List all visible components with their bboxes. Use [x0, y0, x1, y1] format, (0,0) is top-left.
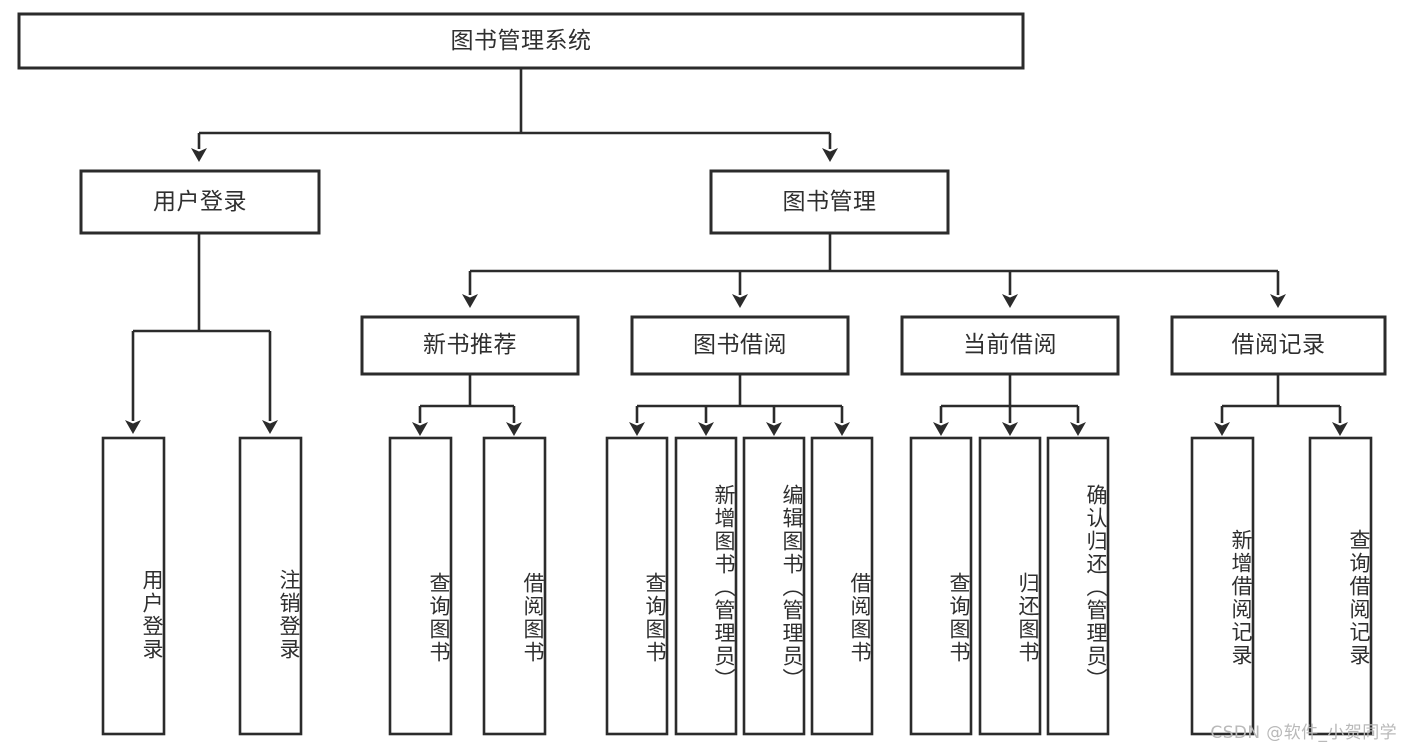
leaf-box-book-borrow-1[interactable] [674, 436, 738, 736]
leaf-box-borrow-record-0[interactable] [1190, 436, 1255, 736]
leaf-box-new-book-0[interactable] [388, 436, 453, 736]
leaf-box-book-borrow-0[interactable] [605, 436, 669, 736]
node-box-new-book-recommend[interactable] [360, 315, 580, 376]
csdn-watermark: CSDN @软件_小贺同学 [1210, 723, 1397, 743]
node-box-book-manage[interactable] [709, 169, 950, 235]
leaf-box-borrow-record-1[interactable] [1308, 436, 1373, 736]
node-box-book-borrow[interactable] [630, 315, 850, 376]
leaf-box-user-login-0[interactable] [101, 436, 166, 736]
leaf-box-current-borrow-0[interactable] [909, 436, 973, 736]
node-box-user-login[interactable] [79, 169, 321, 235]
leaf-box-current-borrow-1[interactable] [978, 436, 1042, 736]
node-box-borrow-record[interactable] [1170, 315, 1387, 376]
node-box-current-borrow[interactable] [900, 315, 1120, 376]
leaf-box-book-borrow-3[interactable] [810, 436, 874, 736]
leaf-box-new-book-1[interactable] [482, 436, 547, 736]
leaf-box-current-borrow-2[interactable] [1046, 436, 1110, 736]
leaf-box-book-borrow-2[interactable] [742, 436, 806, 736]
node-box-root[interactable] [17, 12, 1025, 70]
leaf-box-user-login-1[interactable] [238, 436, 303, 736]
